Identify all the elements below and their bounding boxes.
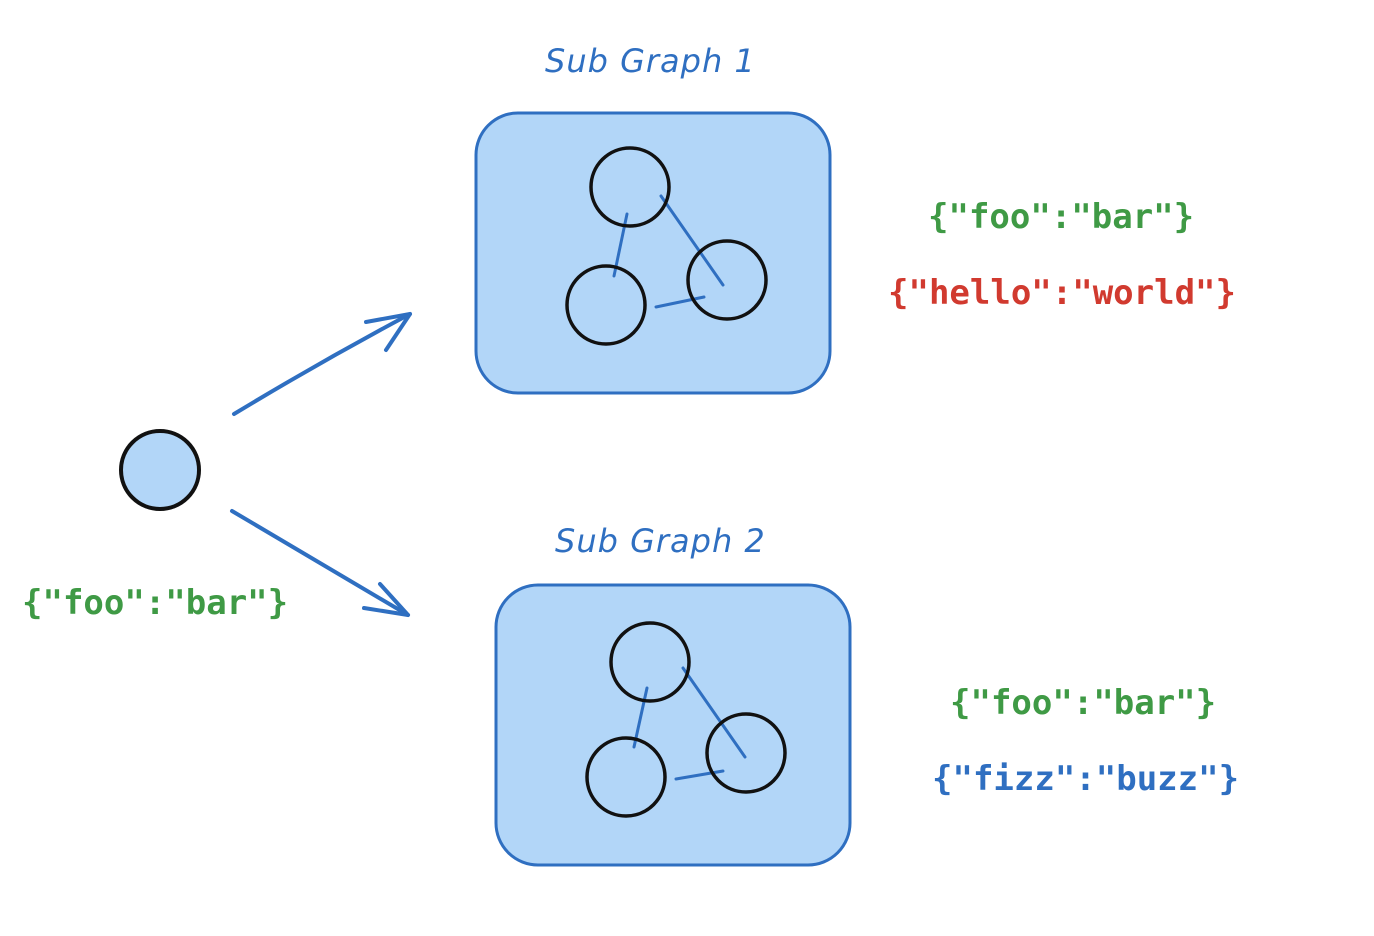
subgraph-2-edge-left-right (674, 769, 725, 781)
subgraph-2-node-top[interactable] (609, 621, 691, 703)
subgraph-2-node-left[interactable] (585, 736, 667, 818)
subgraph-2-state-fizz: {"fizz":"buzz"} (932, 759, 1239, 799)
subgraph-1-state-hello: {"hello":"world"} (888, 273, 1236, 313)
subgraph-2-state-foo: {"foo":"bar"} (950, 683, 1216, 723)
subgraph-2[interactable]: Sub Graph 2 (494, 522, 852, 867)
subgraph-1-node-top[interactable] (589, 146, 671, 228)
subgraph-1-title: Sub Graph 1 (545, 42, 756, 80)
subgraph-1-box[interactable] (474, 111, 832, 395)
subgraph-2-node-right[interactable] (705, 712, 787, 794)
subgraph-2-box[interactable] (494, 583, 852, 867)
subgraph-2-title: Sub Graph 2 (555, 522, 766, 560)
subgraph-2-edge-top-right (681, 666, 747, 759)
subgraph-1-state-foo: {"foo":"bar"} (928, 197, 1194, 237)
subgraph-1-node-left[interactable] (565, 264, 647, 346)
subgraph-1[interactable]: Sub Graph 1 (474, 42, 832, 395)
subgraph-1-edge-left-right (654, 295, 706, 309)
arrow-to-subgraph-1 (232, 312, 412, 416)
subgraph-1-node-right[interactable] (686, 239, 768, 321)
subgraph-2-edge-top-left (632, 686, 649, 749)
subgraph-1-edge-top-right (659, 194, 725, 287)
root-state-label: {"foo":"bar"} (22, 583, 288, 623)
root-node[interactable] (119, 429, 201, 511)
arrow-to-subgraph-2 (230, 509, 410, 617)
